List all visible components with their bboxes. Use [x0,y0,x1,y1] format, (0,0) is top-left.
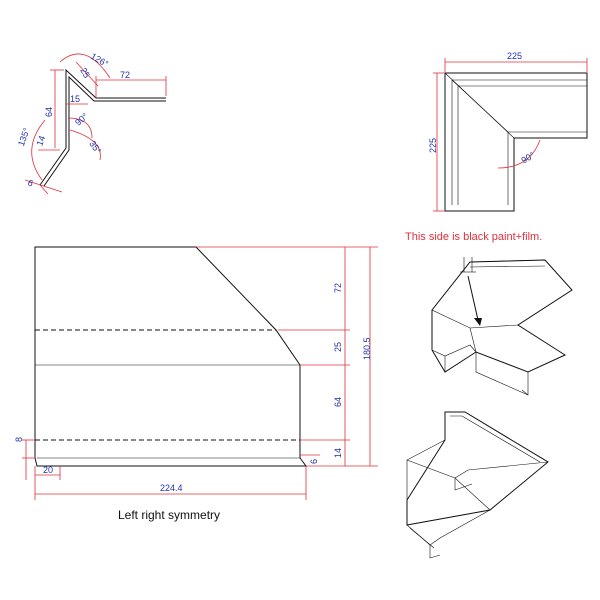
profile-dim-6: 6 [26,177,34,188]
flat-dim-8: 8 [14,437,24,442]
flat-pattern-caption: Left right symmetry [118,508,220,522]
profile-dim-126: 126° [89,51,110,69]
iso-view-top: This side is black paint+film. [405,231,573,396]
profile-section: 72 126° 25 64 15 135° 14 90° 35° 6 [16,51,167,195]
corner-plan-height: 225 [428,138,438,153]
flat-dim-20: 20 [43,465,53,475]
flat-dim-14: 14 [333,448,343,458]
flat-dim-25: 25 [333,342,343,352]
flat-dim-180-5: 180.5 [362,337,372,360]
profile-dim-25: 25 [78,66,92,80]
profile-dim-15: 15 [70,94,80,104]
flat-pattern: 72 25 64 14 180.5 6 8 20 224.4 Left righ… [14,246,378,522]
profile-outline-inner [43,75,166,187]
profile-dim-35: 35° [87,139,103,156]
corner-plan-width: 225 [507,51,522,61]
profile-dim-64: 64 [44,107,54,117]
flat-dim-224-4: 224.4 [160,483,183,493]
flat-dim-64: 64 [333,397,343,407]
corner-plan: 225 225 90° [428,51,588,212]
profile-outline [39,68,166,186]
profile-dim-14: 14 [34,134,47,147]
flat-dim-72: 72 [333,283,343,293]
iso-note: This side is black paint+film. [405,231,542,243]
iso-view-bottom [406,411,549,559]
flat-pattern-outline [34,246,307,467]
corner-plan-outer [444,72,588,212]
profile-dim-135: 135° [16,126,32,147]
profile-dim-72: 72 [120,70,130,80]
flat-dim-6: 6 [309,459,319,464]
